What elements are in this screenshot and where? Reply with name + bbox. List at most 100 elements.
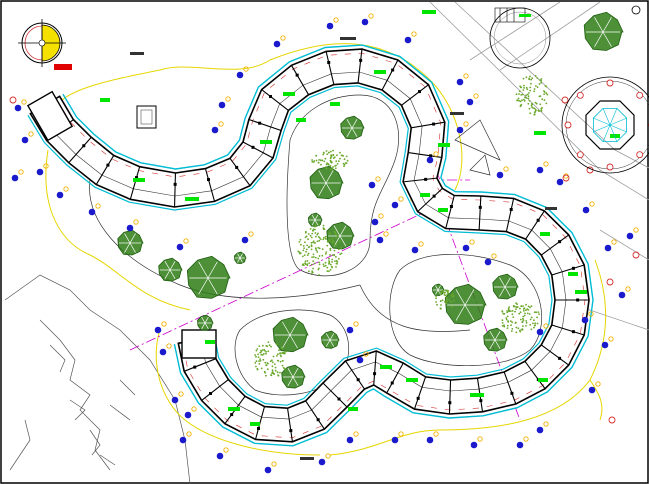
- lamp-marker: [183, 238, 189, 244]
- structural-column: [327, 60, 331, 64]
- room-partition: [551, 264, 585, 276]
- room-partition: [129, 166, 141, 200]
- room-label-block: [374, 70, 386, 74]
- scale-bar: [54, 64, 72, 70]
- room-label-block: [534, 131, 546, 135]
- room-label-block: [538, 378, 548, 382]
- room-partition: [290, 65, 310, 95]
- room-partition: [540, 344, 570, 366]
- lamp-marker: [595, 381, 601, 387]
- red-marker: [561, 96, 569, 104]
- structural-column: [209, 391, 213, 395]
- terrain-contours: [4, 274, 191, 484]
- lamp-marker: [503, 166, 509, 172]
- room-labels: [100, 10, 620, 460]
- red-marker: [608, 416, 616, 424]
- lamp-marker: [608, 336, 614, 342]
- room-label-block: [540, 232, 550, 236]
- shrub-bed: [435, 289, 455, 310]
- column-marker: [582, 206, 590, 214]
- room-partition: [540, 234, 570, 256]
- structural-column: [390, 381, 394, 385]
- shrub-bed: [501, 302, 540, 334]
- kiosk-block: [136, 105, 157, 129]
- room-partition: [551, 324, 585, 336]
- lamp-marker: [133, 219, 139, 225]
- column-marker: [236, 71, 244, 79]
- column-marker: [56, 191, 64, 199]
- room-label-block: [406, 378, 418, 382]
- room-label-block: [205, 340, 215, 344]
- structural-column: [418, 90, 422, 94]
- column-marker: [176, 243, 184, 251]
- tree-symbol: [340, 115, 365, 140]
- room-partition: [201, 379, 229, 401]
- structural-column: [373, 372, 377, 376]
- tree-symbol: [186, 255, 231, 299]
- room-partition: [184, 358, 216, 372]
- column-marker: [536, 426, 544, 434]
- corner-lamp: [631, 5, 641, 15]
- site-markers: [9, 13, 640, 474]
- room-label-block: [296, 118, 306, 122]
- tree-symbol: [309, 165, 344, 200]
- lamp-marker: [353, 321, 359, 327]
- room-label-block: [470, 393, 484, 397]
- wall-detail: [55, 52, 586, 439]
- column-marker: [626, 232, 634, 240]
- lamp-marker: [18, 169, 24, 175]
- lamp-marker: [363, 351, 369, 357]
- room-label-block: [250, 422, 260, 426]
- column-marker: [179, 436, 187, 444]
- room-label-block: [568, 272, 578, 276]
- room-partition: [411, 121, 445, 129]
- red-marker: [9, 96, 17, 104]
- lamp-marker: [433, 431, 439, 437]
- column-marker: [126, 224, 134, 232]
- column-marker: [318, 458, 326, 466]
- structural-column: [432, 194, 436, 198]
- lamp-marker: [243, 66, 249, 72]
- column-marker: [264, 466, 272, 474]
- lamp-marker: [611, 239, 617, 245]
- shrub-bed: [515, 75, 549, 116]
- lamp-marker: [21, 99, 27, 105]
- fountain-plaza: [489, 7, 551, 69]
- structural-column: [258, 121, 262, 125]
- room-partition: [357, 49, 363, 83]
- shrub-bed: [311, 149, 349, 171]
- column-marker: [346, 326, 354, 334]
- lamp-marker: [398, 431, 404, 437]
- shrub-bed: [254, 341, 287, 377]
- lamp-marker: [191, 406, 197, 412]
- structural-column: [251, 145, 255, 149]
- lamp-marker: [588, 311, 594, 317]
- column-marker: [273, 40, 281, 48]
- lamp-marker: [63, 186, 69, 192]
- structural-column: [316, 418, 320, 422]
- room-partition: [386, 362, 404, 394]
- room-label-block: [575, 290, 587, 294]
- room-label-block: [422, 10, 436, 14]
- room-partition: [478, 195, 482, 231]
- structural-column: [135, 176, 139, 180]
- structural-column: [82, 144, 86, 148]
- room-label-block: [420, 193, 430, 197]
- room-label-block: [228, 407, 240, 411]
- lamp-marker: [378, 213, 384, 219]
- structural-column: [571, 266, 575, 270]
- tree-symbol: [583, 11, 624, 51]
- room-label-block: [348, 407, 358, 411]
- lamp-marker: [368, 13, 374, 19]
- column-marker: [618, 291, 626, 299]
- room-partition: [242, 141, 274, 159]
- structural-column: [230, 413, 234, 417]
- column-marker: [346, 436, 354, 444]
- column-marker: [604, 244, 612, 252]
- room-label-block: [283, 92, 295, 96]
- structural-column: [432, 122, 436, 126]
- room-label-block: [185, 197, 199, 201]
- lamp-marker: [469, 239, 475, 245]
- column-marker: [371, 218, 379, 226]
- glazing-inner: [27, 85, 553, 406]
